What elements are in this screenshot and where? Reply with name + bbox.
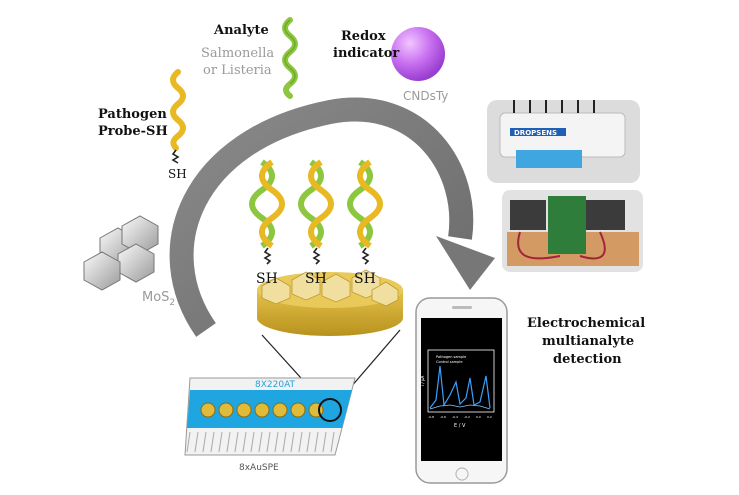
potentiostat-photo: [487, 100, 640, 183]
analyte-strand-icon: [282, 17, 298, 99]
circuit-board-photo: [502, 190, 643, 272]
pathogen-label-line2: Probe-SH: [98, 124, 168, 139]
phone-xtick: -0.8: [428, 415, 434, 419]
cycle-arrow: [169, 97, 495, 337]
analyte-species-line2: or Listeria: [203, 63, 272, 78]
highlighted-electrode: [318, 398, 342, 422]
detection-label-line1: Electrochemical: [527, 316, 645, 331]
probe-sh-label: SH: [168, 167, 187, 181]
phone-legend-2: Control sample: [436, 360, 463, 364]
probe-strand-icon: [170, 69, 186, 164]
detection-label-line2: multianalyte: [542, 334, 634, 349]
potentiostat-brand: DROPSENS: [514, 129, 557, 137]
redox-name: CNDsTy: [403, 89, 448, 103]
gold-electrode-disk: [257, 269, 403, 336]
phone-xtick: 0.0: [476, 415, 481, 419]
phone-xtick: -0.4: [452, 415, 458, 419]
phone-xtick: 0.2: [487, 415, 492, 419]
surface-sh-label-3: SH: [354, 271, 376, 287]
redox-label-line2: indicator: [333, 46, 399, 61]
phone-xtick: -0.6: [440, 415, 446, 419]
phone-screen: [421, 318, 502, 461]
dna-duplex-1: [249, 159, 285, 265]
electrode-caption: 8xAuSPE: [239, 463, 279, 473]
mos2-crystal-icon: [83, 215, 159, 291]
surface-sh-label-1: SH: [256, 271, 278, 287]
redox-label-line1: Redox: [341, 29, 386, 44]
electrode-array: [184, 377, 356, 456]
dna-duplex-3: [347, 159, 383, 265]
phone-xlabel: E / V: [454, 423, 466, 429]
voltammogram-trace: [429, 365, 491, 409]
analyte-species-line1: Salmonella: [201, 46, 274, 61]
electrode-chip-label: 8X220AT: [255, 380, 296, 390]
redox-bead-icon: [391, 27, 445, 81]
surface-sh-label-2: SH: [305, 271, 327, 287]
detection-label-line3: detection: [553, 352, 622, 367]
phone-xticks: -0.8 -0.6 -0.4 -0.2 0.0 0.2: [428, 415, 492, 419]
dna-duplex-2: [298, 159, 334, 265]
phone-ylabel: i / µA: [420, 375, 425, 386]
phone-legend-1: Pathogen sample: [436, 355, 466, 359]
mos2-label: MoS2: [142, 290, 175, 308]
phone-xtick: -0.2: [464, 415, 470, 419]
analyte-label: Analyte: [213, 23, 269, 38]
pathogen-label-line1: Pathogen: [98, 107, 167, 122]
smartphone-icon: [415, 297, 508, 484]
